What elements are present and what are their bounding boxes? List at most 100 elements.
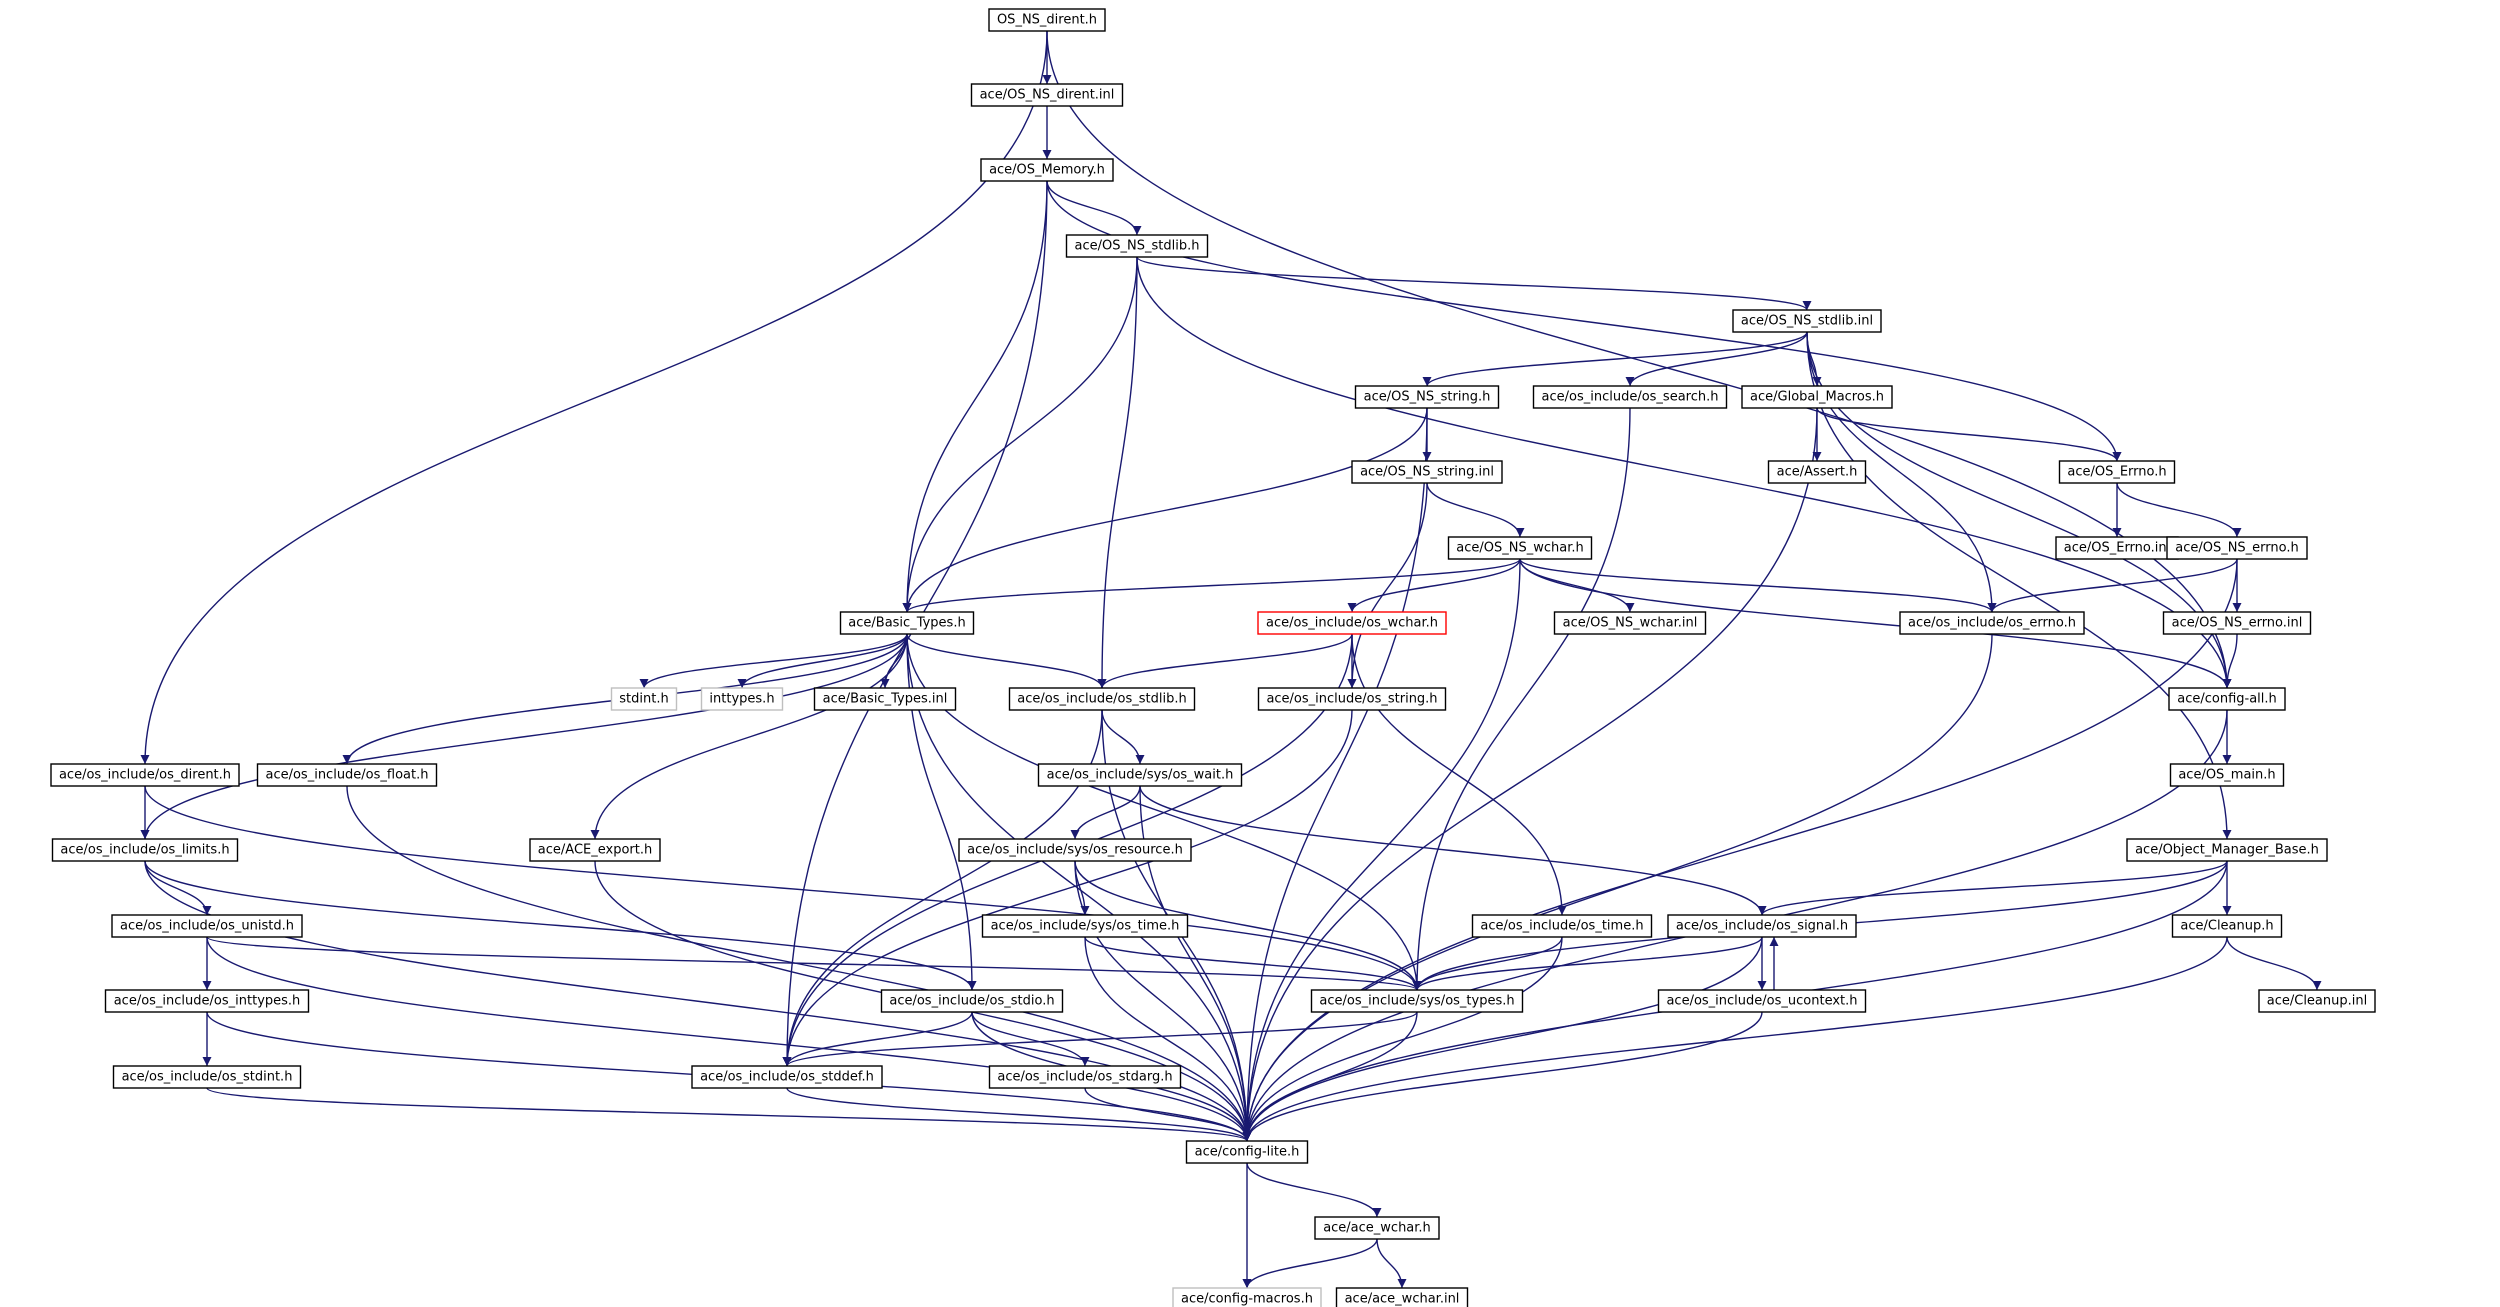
- edge-ns-stdlib-to-ns-stdlib-inl: [1136, 256, 1812, 311]
- node-config-lite[interactable]: ace/config-lite.h: [1185, 1140, 1309, 1164]
- node-label: ace/os_include/os_signal.h: [1676, 919, 1848, 934]
- node-ace-wchar[interactable]: ace/ace_wchar.h: [1314, 1216, 1440, 1240]
- node-os-stdio[interactable]: ace/os_include/os_stdio.h: [880, 989, 1064, 1013]
- node-ns-stdlib[interactable]: ace/OS_NS_stdlib.h: [1065, 234, 1209, 258]
- node-errno-h[interactable]: ace/OS_Errno.h: [2058, 460, 2176, 484]
- node-ns-errno[interactable]: ace/OS_NS_errno.h: [2166, 536, 2308, 560]
- node-errno-inl[interactable]: ace/OS_Errno.inl: [2055, 536, 2179, 560]
- edge-arrow: [1242, 1238, 1378, 1289]
- node-dirent-inl[interactable]: ace/OS_NS_dirent.inl: [970, 83, 1124, 107]
- edge-arrow: [1242, 633, 1993, 1142]
- node-inttypes[interactable]: inttypes.h: [700, 687, 784, 711]
- edge-sys-types-to-config-lite: [1242, 1011, 1418, 1142]
- node-os-search[interactable]: ace/os_include/os_search.h: [1532, 385, 1728, 409]
- node-label: ace/os_include/os_unistd.h: [120, 919, 294, 934]
- node-sys-time[interactable]: ace/os_include/sys/os_time.h: [981, 914, 1189, 938]
- node-os-errno[interactable]: ace/os_include/os_errno.h: [1899, 611, 2085, 635]
- node-os-inttypes[interactable]: ace/os_include/os_inttypes.h: [104, 989, 310, 1013]
- node-basic-types[interactable]: ace/Basic_Types.h: [839, 611, 975, 635]
- edge-ns-wchar-to-config-all: [1519, 558, 2232, 689]
- node-config-macros[interactable]: ace/config-macros.h: [1172, 1287, 1322, 1307]
- edge-arrow: [1046, 30, 2232, 689]
- node-box: [1065, 234, 1209, 258]
- edge-arrow: [1816, 407, 2122, 462]
- edge-arrow: [1242, 1011, 1763, 1142]
- edge-arrow: [1806, 331, 1997, 613]
- node-ace-wchar-inl[interactable]: ace/ace_wchar.inl: [1335, 1287, 1469, 1307]
- edge-arrow: [971, 1011, 1090, 1067]
- node-os-dirent[interactable]: ace/os_include/os_dirent.h: [50, 763, 240, 787]
- node-config-all[interactable]: ace/config-all.h: [2168, 687, 2286, 711]
- node-stdint[interactable]: stdint.h: [610, 687, 678, 711]
- node-os-main[interactable]: ace/OS_main.h: [2169, 763, 2285, 787]
- edge-arrow: [1101, 709, 1145, 765]
- edge-arrow: [1242, 936, 1763, 1142]
- node-os-wchar[interactable]: ace/os_include/os_wchar.h: [1257, 611, 1447, 635]
- node-os-unistd[interactable]: ace/os_include/os_unistd.h: [111, 914, 303, 938]
- edge-arrow: [1987, 558, 2238, 613]
- node-ns-string[interactable]: ace/OS_NS_string.h: [1354, 385, 1500, 409]
- edge-obj-mgr-to-os-signal: [1757, 860, 2228, 916]
- node-ns-string-inl[interactable]: ace/OS_NS_string.inl: [1351, 460, 1503, 484]
- node-os-time[interactable]: ace/os_include/os_time.h: [1471, 914, 1653, 938]
- node-box: [1532, 385, 1728, 409]
- node-box: [1354, 385, 1500, 409]
- node-os-ucontext[interactable]: ace/os_include/os_ucontext.h: [1657, 989, 1867, 1013]
- node-label: ace/OS_NS_stdlib.inl: [1741, 314, 1873, 329]
- node-box: [1767, 460, 1867, 484]
- node-memory[interactable]: ace/OS_Memory.h: [980, 158, 1114, 182]
- node-label: ace/os_include/os_stddef.h: [700, 1070, 874, 1085]
- edge-ns-errno-to-os-errno: [1987, 558, 2238, 613]
- node-box: [529, 838, 661, 862]
- node-ace-export[interactable]: ace/ACE_export.h: [529, 838, 661, 862]
- node-os-wait[interactable]: ace/os_include/sys/os_wait.h: [1037, 763, 1243, 787]
- node-label: ace/ace_wchar.h: [1323, 1221, 1431, 1236]
- node-os-string[interactable]: ace/os_include/os_string.h: [1257, 687, 1447, 711]
- node-os-stdlib[interactable]: ace/os_include/os_stdlib.h: [1008, 687, 1196, 711]
- node-ns-errno-inl[interactable]: ace/OS_NS_errno.inl: [2162, 611, 2312, 635]
- node-ns-wchar[interactable]: ace/OS_NS_wchar.h: [1447, 536, 1593, 560]
- node-label: ace/OS_NS_wchar.inl: [1563, 616, 1698, 631]
- node-box: [1037, 763, 1243, 787]
- node-os-float[interactable]: ace/os_include/os_float.h: [256, 763, 438, 787]
- nodes-layer: OS_NS_dirent.h ace/OS_NS_dirent.inl ace/OS…: [50, 8, 2376, 1307]
- node-box: [1335, 1287, 1469, 1307]
- node-label: ace/os_include/sys/os_time.h: [991, 919, 1180, 934]
- node-label: ace/OS_NS_dirent.inl: [980, 88, 1115, 103]
- edge-os-unistd-to-sys-types: [206, 936, 1422, 991]
- edge-ns-stdlib-to-basic-types: [902, 256, 1138, 613]
- node-box: [981, 914, 1189, 938]
- node-label: ace/Global_Macros.h: [1750, 390, 1884, 405]
- edge-basic-types-to-inttypes: [737, 633, 908, 689]
- node-os-resource[interactable]: ace/os_include/sys/os_resource.h: [958, 838, 1192, 862]
- node-os-stddef[interactable]: ace/os_include/os_stddef.h: [691, 1065, 883, 1089]
- edge-ace-wchar-to-config-macros: [1242, 1238, 1378, 1289]
- edge-os-signal-to-sys-types: [1412, 936, 1763, 991]
- node-os-limits[interactable]: ace/os_include/os_limits.h: [51, 838, 239, 862]
- node-assert[interactable]: ace/Assert.h: [1767, 460, 1867, 484]
- node-os-stdint[interactable]: ace/os_include/os_stdint.h: [112, 1065, 302, 1089]
- edge-ns-stdlib-inl-to-obj-mgr: [1806, 331, 2232, 840]
- edge-arrow: [782, 1011, 1418, 1067]
- node-cleanup[interactable]: ace/Cleanup.h: [2171, 914, 2283, 938]
- node-box: [980, 158, 1114, 182]
- node-os-signal[interactable]: ace/os_include/os_signal.h: [1667, 914, 1857, 938]
- node-global-macros[interactable]: ace/Global_Macros.h: [1741, 385, 1893, 409]
- node-sys-types[interactable]: ace/os_include/sys/os_types.h: [1310, 989, 1524, 1013]
- edge-arrow: [902, 407, 1428, 613]
- node-os-stdarg[interactable]: ace/os_include/os_stdarg.h: [988, 1065, 1182, 1089]
- node-box: [2166, 536, 2308, 560]
- node-cleanup-inl[interactable]: ace/Cleanup.inl: [2258, 989, 2376, 1013]
- node-box: [1553, 611, 1707, 635]
- node-ns-wchar-inl[interactable]: ace/OS_NS_wchar.inl: [1553, 611, 1707, 635]
- node-root[interactable]: OS_NS_dirent.h: [988, 8, 1106, 32]
- node-basic-types-inl[interactable]: ace/Basic_Types.inl: [813, 687, 957, 711]
- edge-arrow: [1074, 860, 1422, 991]
- node-label: ace/Assert.h: [1777, 465, 1858, 480]
- edge-arrow: [1136, 256, 1812, 311]
- edge-ns-wchar-to-os-errno: [1519, 558, 1997, 613]
- node-label: ace/os_include/os_string.h: [1266, 692, 1437, 707]
- node-ns-stdlib-inl[interactable]: ace/OS_NS_stdlib.inl: [1732, 309, 1882, 333]
- edge-arrow: [782, 709, 1353, 1067]
- node-obj-mgr[interactable]: ace/Object_Manager_Base.h: [2126, 838, 2328, 862]
